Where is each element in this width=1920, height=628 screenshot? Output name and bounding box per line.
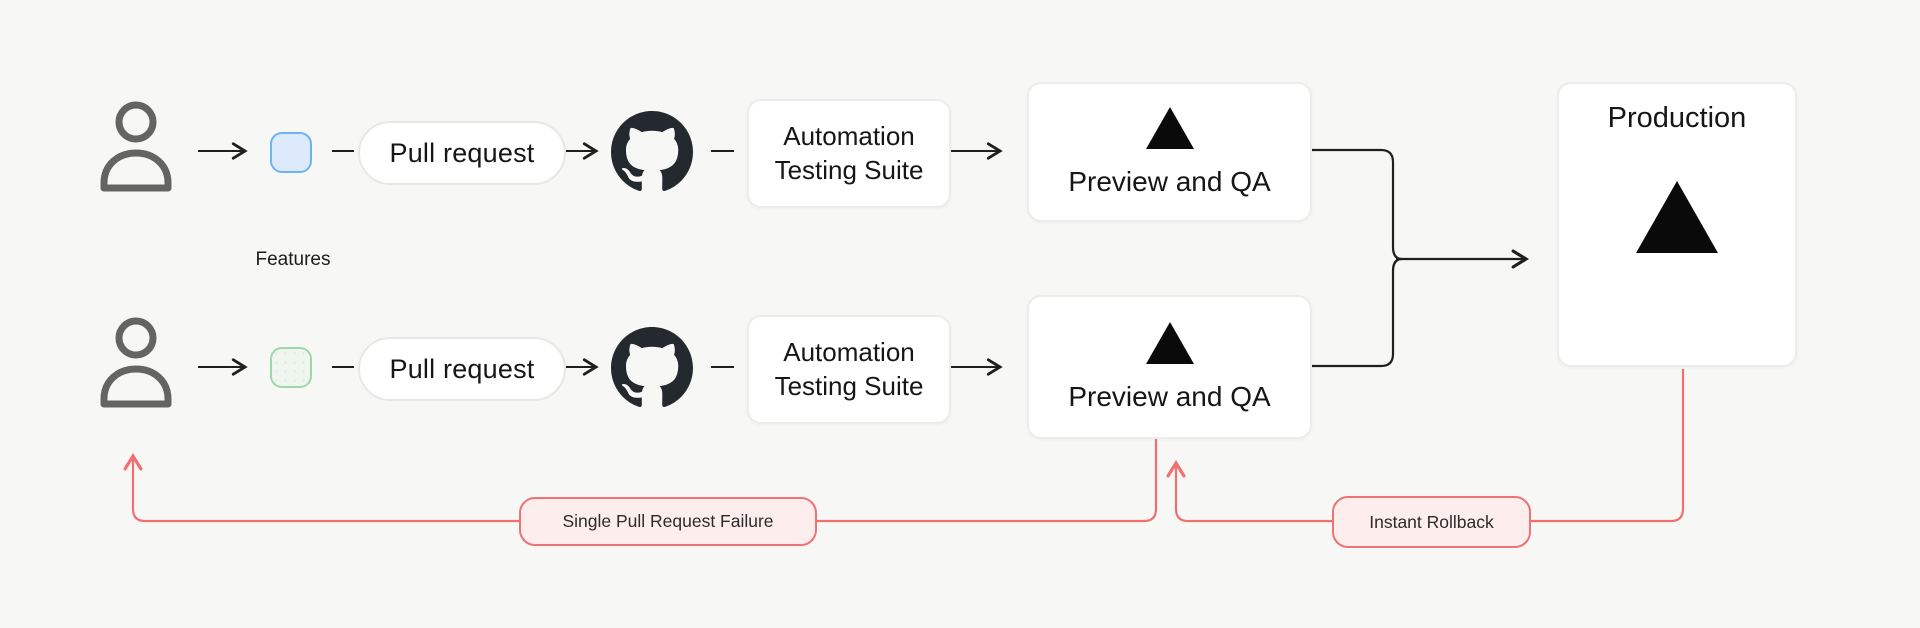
person-icon — [97, 101, 175, 196]
preview-qa-node-1: Preview and QA — [1027, 82, 1312, 222]
github-logo-icon — [611, 327, 693, 413]
preview-qa-node-2: Preview and QA — [1027, 295, 1312, 439]
preview-qa-label: Preview and QA — [1068, 165, 1271, 197]
automation-testing-node-1: Automation Testing Suite — [747, 99, 951, 208]
features-label: Features — [255, 249, 331, 270]
github-logo-icon — [611, 111, 693, 197]
automation-label-line1: Automation — [783, 121, 915, 152]
merge-bracket — [1308, 148, 1530, 368]
developer-2-node — [97, 312, 175, 413]
developer-1-node — [97, 96, 175, 197]
github-node-2 — [611, 327, 693, 414]
vercel-triangle-icon — [1145, 321, 1194, 371]
vercel-triangle-icon — [1636, 181, 1718, 261]
pull-request-label: Pull request — [389, 353, 535, 384]
person-icon — [97, 317, 175, 412]
github-node-1 — [611, 111, 693, 198]
single-pull-request-failure-badge: Single Pull Request Failure — [519, 497, 817, 546]
preview-qa-label: Preview and QA — [1068, 380, 1271, 412]
automation-label-line1: Automation — [783, 337, 915, 368]
production-node: Production — [1557, 82, 1797, 367]
automation-testing-node-2: Automation Testing Suite — [747, 315, 951, 424]
instant-rollback-badge: Instant Rollback — [1332, 496, 1531, 548]
automation-label-line2: Testing Suite — [774, 154, 924, 185]
production-title: Production — [1607, 102, 1747, 134]
pull-request-node-1: Pull request — [358, 121, 566, 185]
pull-request-node-2: Pull request — [358, 337, 566, 401]
pull-request-label: Pull request — [389, 137, 535, 168]
rollback-label: Instant Rollback — [1369, 511, 1494, 532]
failure-label: Single Pull Request Failure — [562, 511, 774, 531]
vercel-triangle-icon — [1145, 106, 1194, 156]
feature-branch-chip-blue — [270, 132, 312, 173]
feature-branch-chip-green — [270, 347, 312, 388]
automation-label-line2: Testing Suite — [774, 370, 924, 401]
